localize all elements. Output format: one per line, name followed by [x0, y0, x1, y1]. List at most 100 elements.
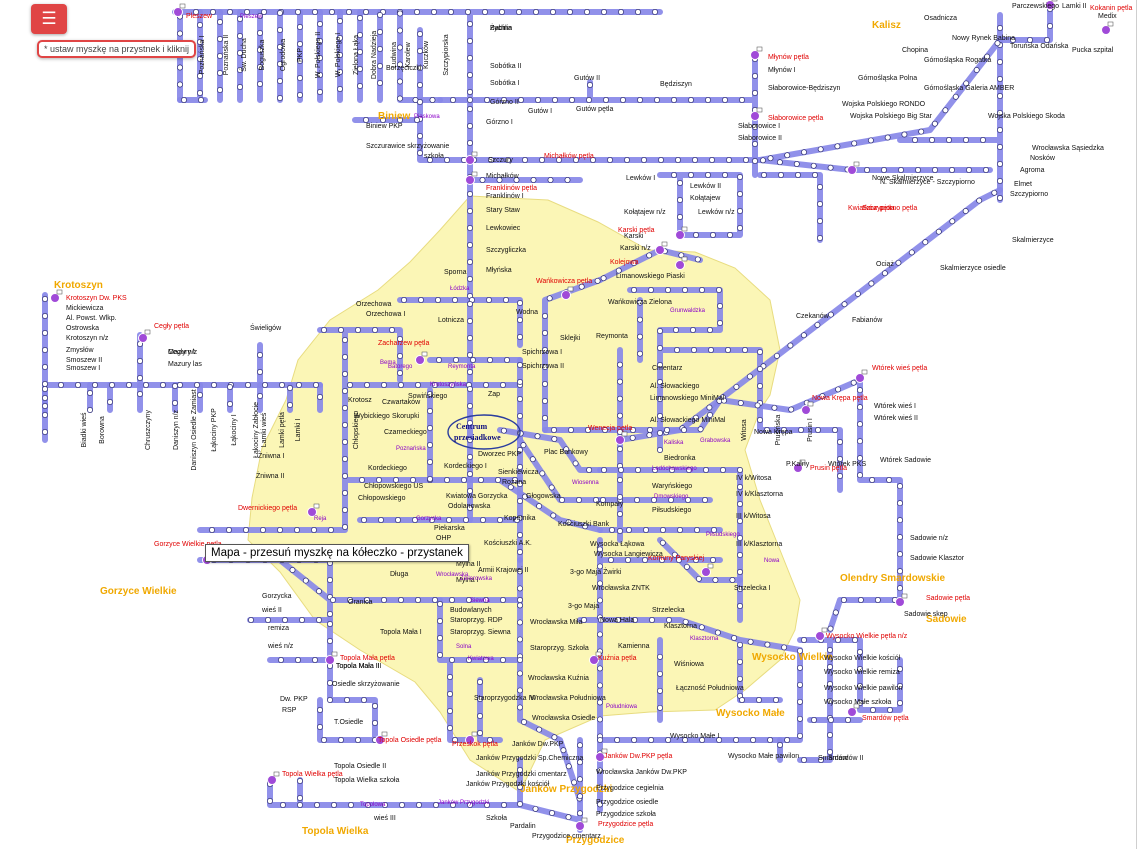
stop-circle[interactable] [160, 382, 166, 388]
stop-circle[interactable] [338, 737, 344, 743]
stop-circle[interactable] [549, 810, 555, 816]
stop-circle[interactable] [467, 369, 473, 375]
stop-circle[interactable] [467, 123, 473, 129]
stop-circle[interactable] [897, 585, 903, 592]
stop-circle[interactable] [432, 382, 438, 388]
stop-circle[interactable] [257, 13, 263, 19]
stop-circle[interactable] [918, 128, 925, 135]
stop-circle[interactable] [737, 603, 743, 609]
stop-circle[interactable] [784, 737, 791, 743]
stop-circle[interactable] [722, 172, 728, 178]
stop-circle[interactable] [297, 802, 303, 808]
stop-circle[interactable] [517, 602, 523, 609]
stop-circle[interactable] [453, 357, 459, 363]
stop-circle[interactable] [897, 551, 903, 558]
stop-circle[interactable] [693, 232, 699, 238]
terminus-pin-dot[interactable] [173, 7, 183, 17]
stop-circle[interactable] [355, 737, 361, 743]
stop-circle[interactable] [657, 345, 663, 351]
stop-circle[interactable] [197, 392, 203, 398]
stop-circle[interactable] [317, 21, 323, 27]
stop-circle[interactable] [635, 9, 641, 15]
stop-circle[interactable] [801, 757, 807, 763]
stop-circle[interactable] [137, 358, 143, 364]
stop-circle[interactable] [197, 73, 203, 79]
stop-circle[interactable] [342, 388, 348, 394]
terminus-pin-dot[interactable] [589, 655, 599, 665]
stop-circle[interactable] [417, 31, 423, 37]
stop-circle[interactable] [317, 72, 323, 78]
stop-circle[interactable] [507, 484, 514, 491]
terminus-pin[interactable] [675, 256, 688, 270]
stop-circle[interactable] [517, 396, 523, 402]
stop-circle[interactable] [642, 557, 648, 563]
stop-circle[interactable] [827, 749, 833, 755]
terminus-pin[interactable] [847, 161, 860, 175]
terminus-pin[interactable] [1045, 0, 1058, 10]
stop-circle[interactable] [682, 737, 689, 743]
stop-circle[interactable] [487, 357, 493, 363]
stop-circle[interactable] [983, 167, 989, 173]
terminus-pin-dot[interactable] [1101, 25, 1111, 35]
stop-circle[interactable] [798, 427, 804, 433]
stop-circle[interactable] [522, 157, 528, 163]
stop-circle[interactable] [364, 382, 370, 388]
stop-circle[interactable] [597, 563, 603, 570]
stop-circle[interactable] [542, 415, 548, 421]
stop-circle[interactable] [433, 802, 439, 808]
stop-circle[interactable] [342, 371, 348, 377]
stop-circle[interactable] [729, 577, 736, 583]
stop-circle[interactable] [299, 617, 305, 623]
stop-circle[interactable] [600, 275, 607, 282]
stop-circle[interactable] [711, 527, 717, 533]
stop-circle[interactable] [666, 617, 672, 623]
stop-circle[interactable] [397, 370, 403, 376]
stop-circle[interactable] [835, 637, 841, 643]
stop-circle[interactable] [532, 805, 539, 812]
stop-circle[interactable] [477, 696, 483, 702]
stop-circle[interactable] [348, 802, 354, 808]
stop-circle[interactable] [501, 97, 507, 103]
stop-circle[interactable] [677, 197, 683, 203]
stop-circle[interactable] [815, 427, 821, 433]
stop-circle[interactable] [488, 157, 494, 163]
stop-circle[interactable] [346, 9, 352, 15]
stop-circle[interactable] [737, 225, 743, 231]
stop-circle[interactable] [484, 97, 490, 103]
stop-circle[interactable] [417, 133, 423, 139]
stop-circle[interactable] [482, 9, 488, 15]
stop-circle[interactable] [198, 97, 204, 103]
stop-circle[interactable] [467, 471, 473, 477]
stop-circle[interactable] [87, 390, 93, 396]
stop-circle[interactable] [881, 270, 888, 277]
stop-circle[interactable] [832, 609, 839, 616]
stop-circle[interactable] [297, 58, 303, 64]
stop-circle[interactable] [963, 80, 970, 87]
terminus-pin-dot[interactable] [655, 245, 665, 255]
stop-circle[interactable] [450, 97, 456, 103]
stop-circle[interactable] [211, 382, 217, 388]
stop-circle[interactable] [377, 80, 383, 86]
stop-circle[interactable] [551, 734, 558, 741]
stop-circle[interactable] [677, 214, 683, 220]
stop-circle[interactable] [467, 140, 473, 146]
stop-circle[interactable] [327, 621, 333, 627]
terminus-pin-dot[interactable] [675, 230, 685, 240]
stop-circle[interactable] [733, 383, 740, 390]
stop-circle[interactable] [517, 704, 523, 711]
stop-circle[interactable] [126, 382, 132, 388]
stop-circle[interactable] [372, 720, 378, 726]
stop-circle[interactable] [946, 137, 952, 143]
stop-circle[interactable] [654, 97, 660, 103]
stop-circle[interactable] [397, 78, 403, 85]
stop-circle[interactable] [857, 597, 864, 603]
stop-circle[interactable] [631, 737, 638, 743]
stop-circle[interactable] [337, 86, 343, 92]
stop-circle[interactable] [671, 172, 677, 178]
terminus-pin-dot[interactable] [307, 507, 317, 517]
stop-circle[interactable] [463, 517, 469, 523]
stop-circle[interactable] [461, 477, 467, 483]
stop-circle[interactable] [329, 9, 335, 15]
stop-circle[interactable] [837, 439, 843, 445]
